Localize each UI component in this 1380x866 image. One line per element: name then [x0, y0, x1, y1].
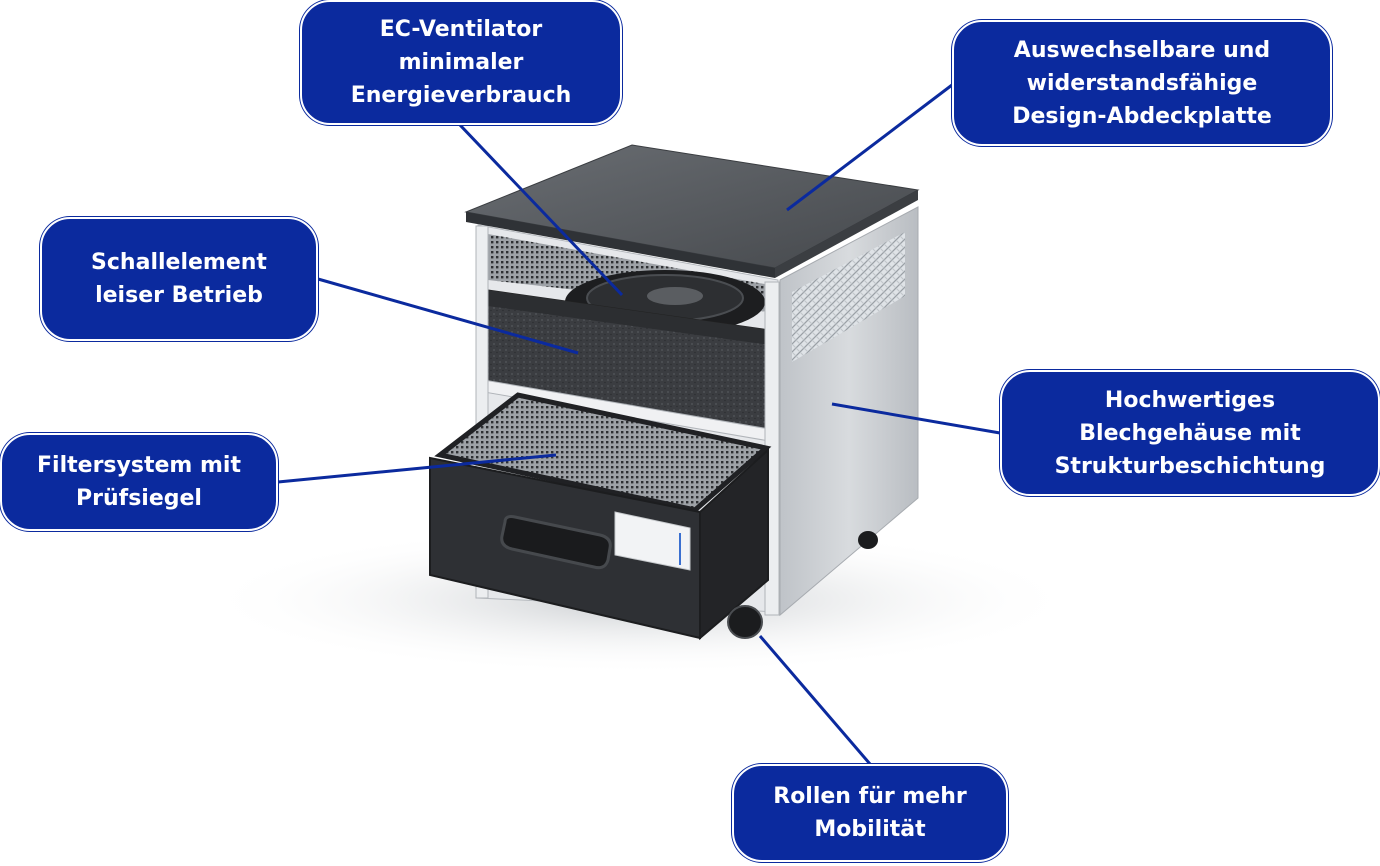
leader-line-filter — [277, 453, 557, 484]
callout-wheels-line1: Rollen für mehr — [773, 784, 967, 809]
callout-cover-line1: Auswechselbare und — [1013, 37, 1271, 63]
wheel-rear — [858, 531, 878, 549]
callout-filter-system: Filtersystem mit Prüfsiegel — [0, 433, 278, 531]
cover-plate-edge-side — [775, 190, 918, 278]
leader-line-sound — [317, 277, 579, 355]
leader-line-housing — [831, 402, 1001, 435]
callout-cover-plate: Auswechselbare und widerstandsfähige Des… — [952, 20, 1332, 146]
side-ventilation-grille — [792, 232, 905, 362]
leader-line-wheels — [758, 635, 872, 765]
leader-line-fan — [458, 123, 624, 297]
foam-top-layer — [488, 290, 770, 345]
callout-sound-line1: Schallelement — [91, 250, 267, 275]
leader-lines — [277, 83, 1001, 765]
callout-housing-line1: Hochwertiges — [1104, 387, 1276, 413]
callout-wheels: Rollen für mehr Mobilität — [732, 764, 1008, 862]
callout-housing-line3: Strukturbeschichtung — [1054, 453, 1326, 479]
callout-sound-element: Schallelement leiser Betrieb — [40, 217, 318, 341]
callout-housing: Hochwertiges Blechgehäuse mit Strukturbe… — [1000, 370, 1380, 496]
filter-mesh-top — [434, 392, 772, 513]
callout-fan-line1: EC-Ventilator — [379, 17, 543, 42]
filter-drawer-side — [699, 447, 769, 641]
callout-filter-line1: Filtersystem mit — [37, 453, 241, 478]
callout-sound-line2: leiser Betrieb — [95, 283, 263, 308]
filter-drawer-handle — [500, 515, 612, 570]
ec-fan-hub — [647, 287, 703, 305]
callout-cover-line3: Design-Abdeckplatte — [1012, 103, 1272, 129]
cover-plate-edge-front — [466, 212, 775, 278]
callout-fan-line2: minimaler — [398, 50, 524, 75]
callout-wheels-line2: Mobilität — [814, 817, 926, 842]
wheel-front — [727, 605, 763, 639]
leader-line-cover — [786, 83, 953, 212]
callout-cover-line2: widerstandsfähige — [1026, 70, 1258, 96]
callout-filter-line2: Prüfsiegel — [76, 486, 202, 511]
callout-fan-line3: Energieverbrauch — [350, 83, 572, 108]
callout-housing-line2: Blechgehäuse mit — [1079, 420, 1301, 446]
callout-ec-fan: EC-Ventilator minimaler Energieverbrauch — [300, 0, 622, 125]
filter-inspection-seal-label — [614, 511, 691, 571]
